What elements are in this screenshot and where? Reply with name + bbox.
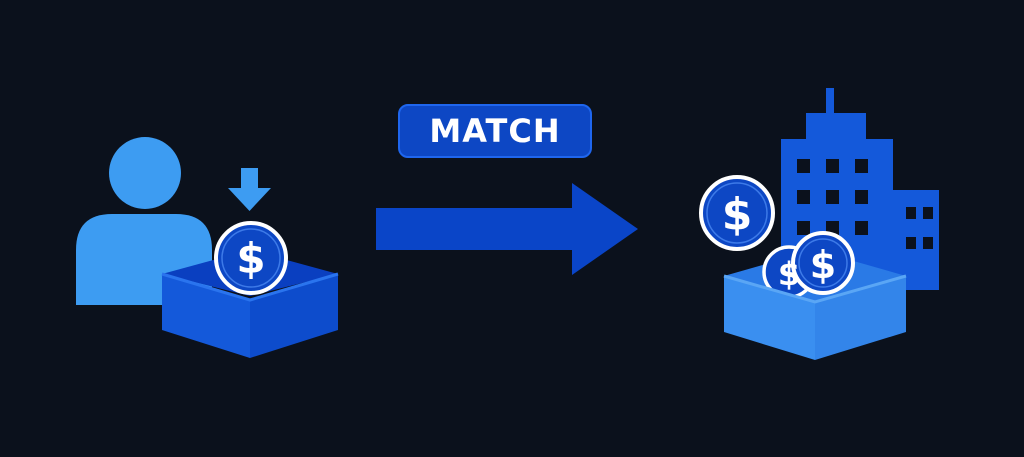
down-arrow-icon xyxy=(228,168,271,211)
coin-icon xyxy=(791,231,855,295)
coin-icon xyxy=(214,221,288,295)
coin-symbol-floating: $ xyxy=(722,189,753,240)
open-box-icon xyxy=(723,231,907,360)
right-arrow-icon xyxy=(376,183,638,275)
coin-symbol-box-small: $ xyxy=(778,255,800,293)
open-box-icon xyxy=(161,221,339,358)
coin-symbol-box-large: $ xyxy=(810,243,836,287)
match-badge: MATCH xyxy=(398,104,592,158)
coin-symbol-left: $ xyxy=(236,234,265,283)
match-label: MATCH xyxy=(429,112,561,150)
coin-icon xyxy=(699,175,775,251)
